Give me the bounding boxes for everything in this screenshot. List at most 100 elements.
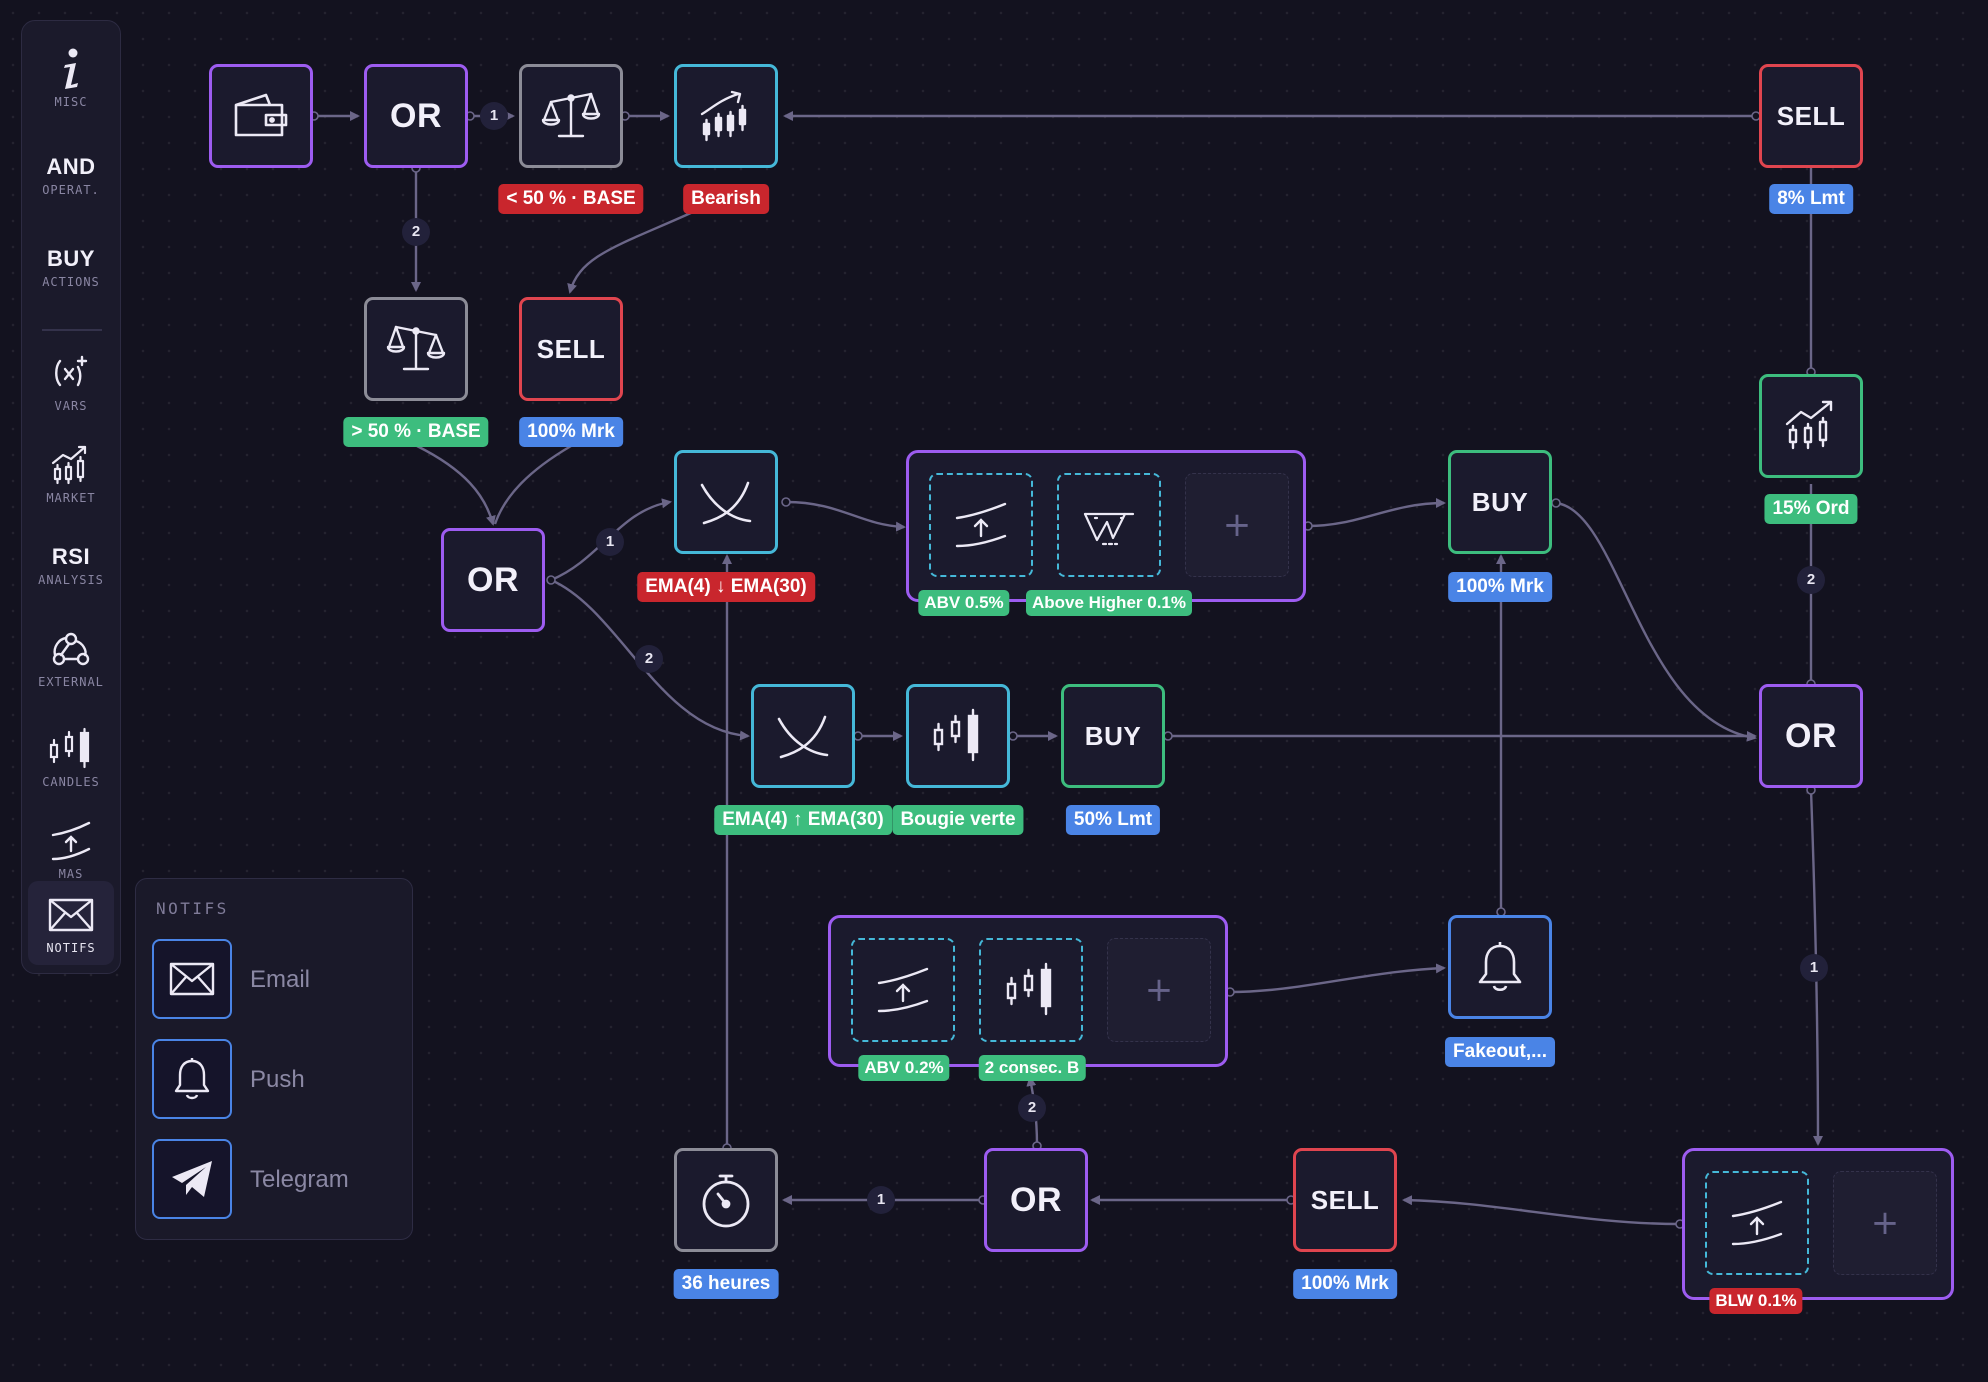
telegram-icon <box>152 1139 232 1219</box>
badge-ema-cross-up: EMA(4) ↑ EMA(30) <box>714 805 892 835</box>
badge-group-a-slot2: Above Higher 0.1% <box>1026 590 1192 616</box>
badge-buy-a: 100% Mrk <box>1448 572 1552 602</box>
info-icon <box>56 46 86 92</box>
badge-group-c-slot1: BLW 0.1% <box>1709 1288 1803 1314</box>
badge-balance-a: < 50 % · BASE <box>498 184 644 214</box>
node-palette-sidebar: MISC AND OPERAT. BUY ACTIONS VARS MARKET… <box>21 20 121 974</box>
slot-ma-above[interactable] <box>929 473 1033 577</box>
wire-group-c-to-sell <box>1402 1195 1681 1226</box>
bell-icon <box>1478 942 1522 992</box>
candles-icon <box>933 708 979 762</box>
condition-group-a[interactable]: + <box>906 450 1306 602</box>
market-chart-icon <box>1785 400 1833 450</box>
wire-ema-to-group-a <box>785 500 906 532</box>
edge-number: 1 <box>480 102 508 130</box>
add-slot-button[interactable]: + <box>1833 1171 1937 1275</box>
edge-number: 2 <box>1797 566 1825 594</box>
wire-group-b-to-notification <box>1229 963 1446 994</box>
badge-market: 15% Ord <box>1764 494 1858 524</box>
badge-ema-cross-down: EMA(4) ↓ EMA(30) <box>637 572 815 602</box>
edge-number: 1 <box>1800 954 1828 982</box>
moving-average-icon <box>49 818 93 864</box>
add-slot-button[interactable]: + <box>1107 938 1211 1042</box>
category-candles[interactable]: CANDLES <box>28 715 114 799</box>
moving-average-icon <box>1731 1200 1783 1246</box>
node-sell-a[interactable]: SELL <box>1759 64 1863 168</box>
pattern-icon <box>1083 512 1135 546</box>
wire-group-a-to-buy <box>1307 498 1446 528</box>
badge-group-b-slot2: 2 consec. B <box>978 1055 1086 1081</box>
slot-candles[interactable] <box>979 938 1083 1042</box>
category-operators[interactable]: AND OPERAT. <box>42 153 100 197</box>
wire-sell-to-or <box>493 444 572 525</box>
node-trend[interactable] <box>674 64 778 168</box>
wire-buy-a-to-or-right <box>1555 501 1757 742</box>
webhook-icon <box>49 626 93 672</box>
node-notification[interactable] <box>1448 915 1552 1019</box>
email-icon <box>48 892 94 938</box>
category-moving-averages[interactable]: MAS <box>28 807 114 891</box>
badge-sell-b: 100% Mrk <box>519 417 623 447</box>
category-notifs[interactable]: NOTIFS <box>28 881 114 965</box>
ma-cross-icon <box>700 481 752 525</box>
wire-trend-to-sell <box>567 210 694 294</box>
node-buy-a[interactable]: BUY <box>1448 450 1552 554</box>
edge-number: 1 <box>867 1186 895 1214</box>
node-sell-c[interactable]: SELL <box>1293 1148 1397 1252</box>
badge-candle: Bougie verte <box>892 805 1024 835</box>
category-vars[interactable]: VARS <box>28 339 114 423</box>
scale-icon <box>541 92 601 138</box>
stopwatch-icon <box>702 1174 750 1228</box>
slot-ma-below[interactable] <box>1705 1171 1809 1275</box>
bell-icon <box>152 1039 232 1119</box>
market-chart-icon <box>49 442 93 488</box>
category-misc[interactable]: MISC <box>28 35 114 119</box>
edge-number: 2 <box>402 218 430 246</box>
add-slot-button[interactable]: + <box>1185 473 1289 577</box>
moving-average-icon <box>877 967 929 1013</box>
node-timer[interactable] <box>674 1148 778 1252</box>
badge-group-a-slot1: ABV 0.5% <box>918 590 1010 616</box>
node-buy-b[interactable]: BUY <box>1061 684 1165 788</box>
edge-number: 2 <box>635 645 663 673</box>
condition-group-c[interactable]: + <box>1682 1148 1954 1300</box>
condition-group-b[interactable]: + <box>828 915 1228 1067</box>
edge-number: 1 <box>596 528 624 556</box>
badge-sell-a: 8% Lmt <box>1769 184 1853 214</box>
sidebar-divider <box>42 329 102 331</box>
notif-item-push[interactable]: Push <box>152 1039 402 1123</box>
badge-sell-c: 100% Mrk <box>1293 1269 1397 1299</box>
email-icon <box>152 939 232 1019</box>
notif-item-telegram[interactable]: Telegram <box>152 1139 402 1223</box>
notifs-panel: NOTIFS Email Push Telegram <box>135 878 413 1240</box>
node-candle[interactable] <box>906 684 1010 788</box>
node-market[interactable] <box>1759 374 1863 478</box>
badge-group-b-slot1: ABV 0.2% <box>858 1055 950 1081</box>
candles-icon <box>47 726 95 772</box>
node-sell-b[interactable]: SELL <box>519 297 623 401</box>
slot-pattern[interactable] <box>1057 473 1161 577</box>
category-analysis[interactable]: RSI ANALYSIS <box>38 543 104 587</box>
category-market[interactable]: MARKET <box>28 431 114 515</box>
node-or-c[interactable]: OR <box>1759 684 1863 788</box>
node-wallet[interactable] <box>209 64 313 168</box>
panel-title: NOTIFS <box>156 899 229 918</box>
node-balance-b[interactable] <box>364 297 468 401</box>
badge-trend: Bearish <box>683 184 769 214</box>
category-actions[interactable]: BUY ACTIONS <box>42 245 100 289</box>
node-balance-a[interactable] <box>519 64 623 168</box>
badge-buy-b: 50% Lmt <box>1065 805 1161 835</box>
category-external[interactable]: EXTERNAL <box>28 615 114 699</box>
badge-notification: Fakeout,... <box>1445 1037 1555 1067</box>
node-or-d[interactable]: OR <box>984 1148 1088 1252</box>
node-or-b[interactable]: OR <box>441 528 545 632</box>
slot-ma-above[interactable] <box>851 938 955 1042</box>
wire-balance-b-to-or <box>416 444 496 526</box>
notif-item-email[interactable]: Email <box>152 939 402 1023</box>
ma-cross-icon <box>777 715 829 759</box>
scale-icon <box>386 325 446 371</box>
badge-balance-b: > 50 % · BASE <box>343 417 489 447</box>
node-or-a[interactable]: OR <box>364 64 468 168</box>
node-ema-cross-down[interactable] <box>674 450 778 554</box>
node-ema-cross-up[interactable] <box>751 684 855 788</box>
